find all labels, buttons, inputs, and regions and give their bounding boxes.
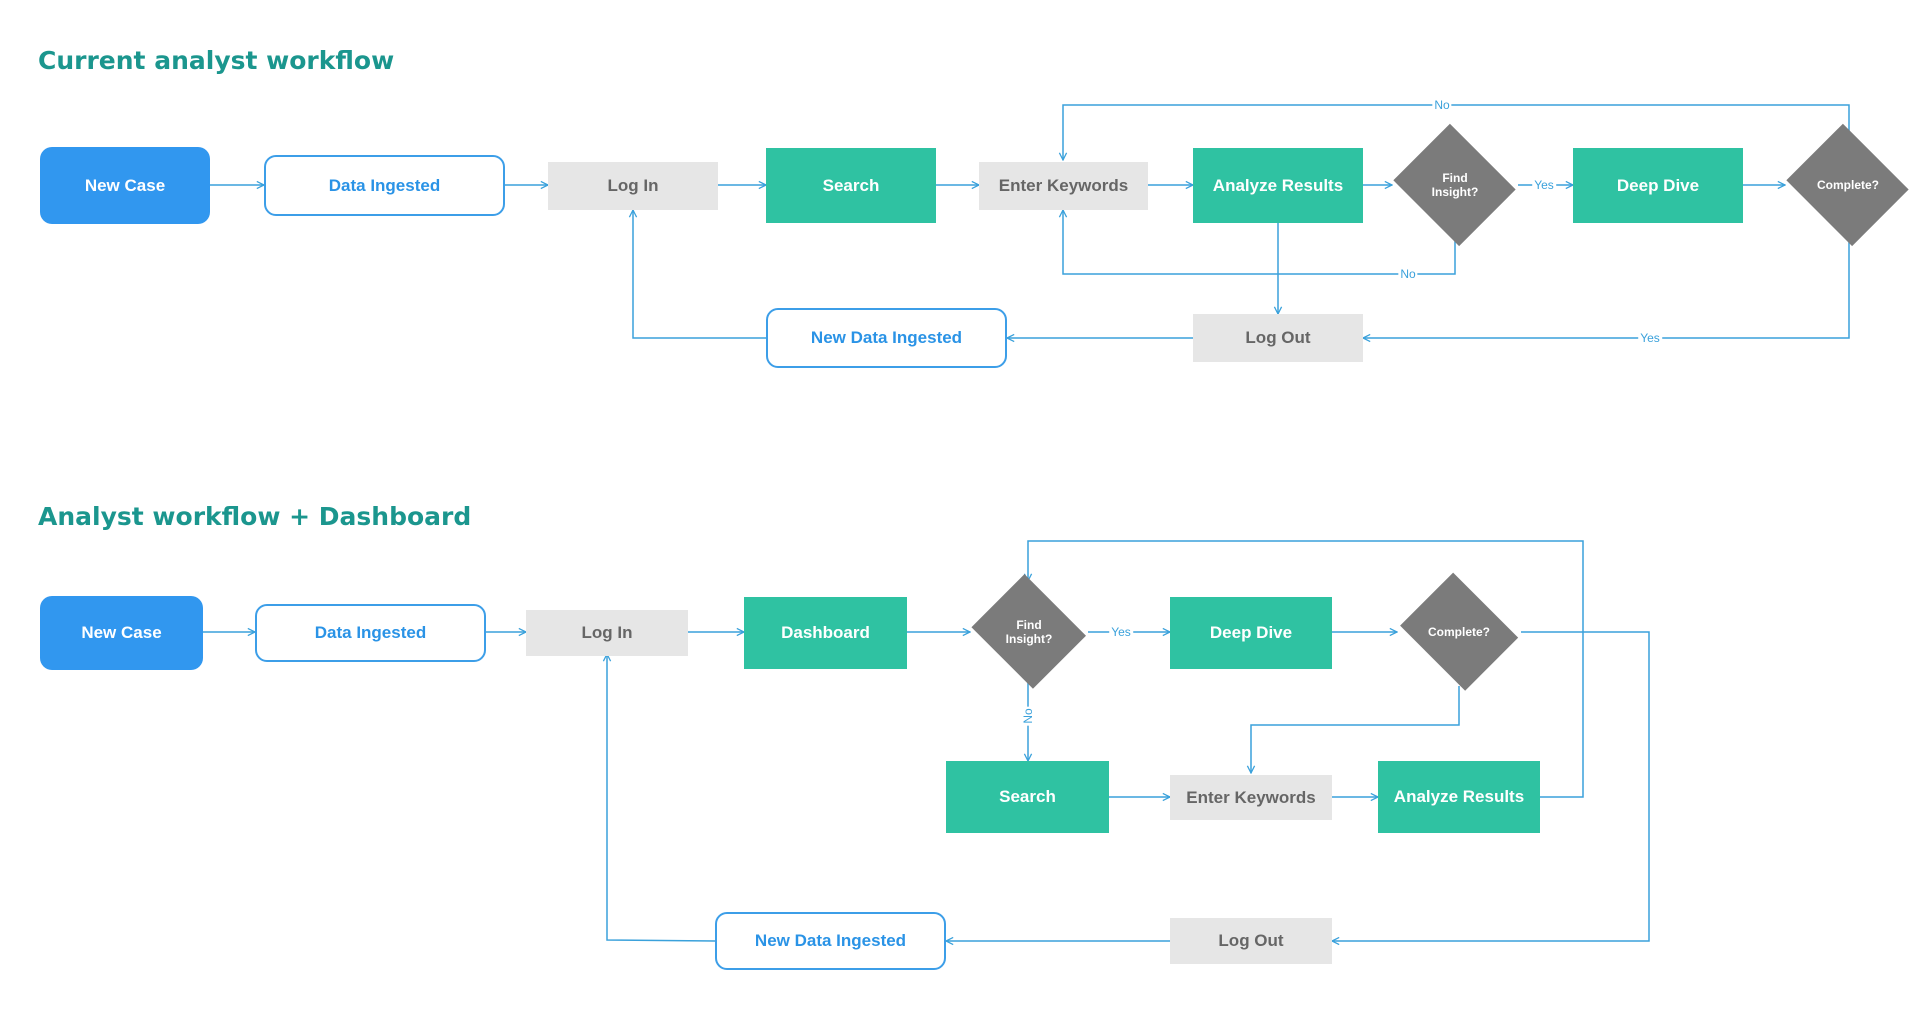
node2-find-insight-decision[interactable]: Find Insight? [970,581,1088,683]
node2-new-case[interactable]: New Case [40,596,203,670]
section-title-dashboard-workflow: Analyst workflow + Dashboard [38,502,472,531]
edge-findinsight-no-to-keywords [1063,210,1456,275]
find-insight-label-2: Find Insight? [1005,618,1053,646]
edge-newdata-to-login [633,210,766,339]
edge-label-insight-no: No [1398,267,1418,281]
edge-complete-yes-to-logout [1363,240,1850,338]
edge-label-complete-yes: Yes [1638,331,1662,345]
edge-label-complete-no: No [1432,98,1452,112]
node2-new-data-ingested[interactable]: New Data Ingested [715,912,946,970]
node2-enter-keywords[interactable]: Enter Keywords [1170,775,1332,820]
node-new-case[interactable]: New Case [40,147,210,224]
node-new-data-ingested[interactable]: New Data Ingested [766,308,1007,368]
edge2-complete-no-to-keywords [1251,686,1460,773]
edge2-analyze-to-findinsight [1028,540,1584,798]
node-find-insight-decision[interactable]: Find Insight? [1392,131,1518,239]
node-search[interactable]: Search [766,148,936,223]
node-complete-decision[interactable]: Complete? [1785,131,1911,239]
edge2-label-insight-no: No [1021,706,1035,726]
node-analyze-results[interactable]: Analyze Results [1193,148,1363,223]
node-deep-dive[interactable]: Deep Dive [1573,148,1743,223]
node2-log-in[interactable]: Log In [526,610,688,656]
node2-data-ingested[interactable]: Data Ingested [255,604,486,662]
edge2-label-insight-yes: Yes [1109,625,1133,639]
node2-analyze-results[interactable]: Analyze Results [1378,761,1540,833]
node2-complete-decision[interactable]: Complete? [1397,581,1521,683]
edge2-newdata-to-login [607,654,716,942]
find-insight-label: Find Insight? [1431,171,1479,199]
complete-label: Complete? [1816,178,1879,192]
node2-dashboard[interactable]: Dashboard [744,597,907,669]
node-log-in[interactable]: Log In [548,162,718,210]
node2-deep-dive[interactable]: Deep Dive [1170,597,1332,669]
node-log-out[interactable]: Log Out [1193,314,1363,362]
complete-label-2: Complete? [1427,625,1490,639]
node-data-ingested[interactable]: Data Ingested [264,155,505,216]
node2-log-out[interactable]: Log Out [1170,918,1332,964]
edge-complete-no-to-keywords [1063,104,1850,160]
edge-label-insight-yes: Yes [1532,178,1556,192]
section-title-current-workflow: Current analyst workflow [38,46,395,75]
node-enter-keywords[interactable]: Enter Keywords [979,162,1148,210]
node2-search[interactable]: Search [946,761,1109,833]
edge2-complete-yes-to-logout [1332,631,1650,941]
